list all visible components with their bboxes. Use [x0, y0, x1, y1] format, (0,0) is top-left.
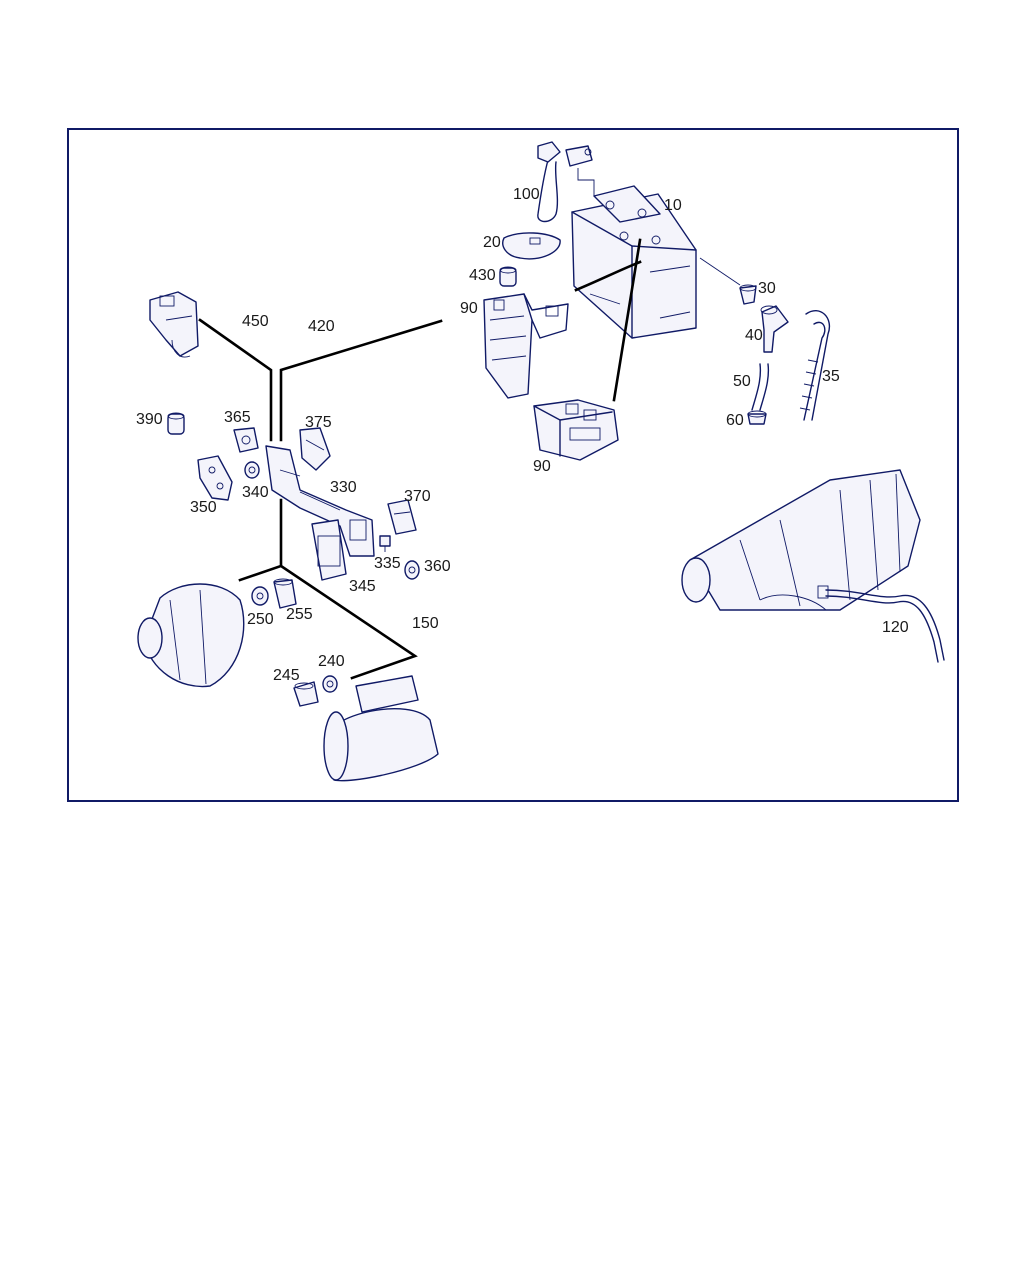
transmission-part — [681, 469, 921, 611]
elbow-40-part — [760, 305, 789, 353]
callout-245: 245 — [273, 667, 300, 684]
callout-labels: 10 20 30 35 40 50 60 90 90 100 120 150 2… — [136, 186, 909, 684]
nut-360-part — [404, 560, 420, 580]
ground-cable-120-part — [817, 585, 945, 663]
fuse-box-upper-part — [483, 293, 569, 399]
callout-365: 365 — [224, 409, 251, 426]
callout-60: 60 — [726, 412, 744, 429]
fuse-box-lower-part — [533, 399, 619, 461]
housing-330-part — [265, 445, 375, 557]
nut-240-part — [322, 675, 338, 693]
battery-cable-part — [537, 141, 595, 223]
callout-90-upper: 90 — [460, 300, 478, 317]
nut-250-part — [251, 586, 269, 606]
callout-250: 250 — [247, 611, 274, 628]
starter-part — [323, 675, 439, 782]
nut-390-part — [167, 412, 185, 435]
connector-450-part — [149, 291, 199, 358]
callout-50: 50 — [733, 373, 751, 390]
boot-255-part — [273, 578, 297, 609]
callout-330: 330 — [330, 479, 357, 496]
bracket-350-part — [197, 455, 233, 501]
hose-50-part — [751, 363, 770, 411]
battery-part — [571, 185, 697, 339]
callout-255: 255 — [286, 606, 313, 623]
vent-hose-35-part — [799, 309, 831, 421]
boot-245-part — [293, 681, 319, 707]
screw-335-part — [379, 535, 391, 552]
harness-wires — [198, 318, 443, 680]
cover-345-part — [311, 519, 347, 581]
callout-360: 360 — [424, 558, 451, 575]
cover-part — [502, 232, 561, 260]
diagram-border — [67, 128, 959, 802]
callout-450: 450 — [242, 313, 269, 330]
nut-340-part — [244, 461, 260, 479]
bracket-365-part — [233, 427, 259, 453]
callout-30: 30 — [758, 280, 776, 297]
callout-350: 350 — [190, 499, 217, 516]
callout-90-lower: 90 — [533, 458, 551, 475]
terminal-cap-30-part — [739, 284, 757, 305]
cover-375-part — [299, 427, 331, 471]
callout-375: 375 — [305, 414, 332, 431]
callout-420: 420 — [308, 318, 335, 335]
callout-390: 390 — [136, 411, 163, 428]
callout-100: 100 — [513, 186, 540, 203]
bracket-370-part — [387, 499, 417, 535]
callout-240: 240 — [318, 653, 345, 670]
plug-60-part — [747, 410, 767, 425]
callout-430: 430 — [469, 267, 496, 284]
callout-150: 150 — [412, 615, 439, 632]
callout-35: 35 — [822, 368, 840, 385]
callout-20: 20 — [483, 234, 501, 251]
callout-370: 370 — [404, 488, 431, 505]
callout-10: 10 — [664, 197, 682, 214]
callout-345: 345 — [349, 578, 376, 595]
battery-strap-cable — [574, 238, 642, 402]
callout-340: 340 — [242, 484, 269, 501]
grommet-430-part — [499, 266, 517, 287]
callout-120: 120 — [882, 619, 909, 636]
callout-40: 40 — [745, 327, 763, 344]
alternator-part — [137, 583, 245, 688]
callout-335: 335 — [374, 555, 401, 572]
